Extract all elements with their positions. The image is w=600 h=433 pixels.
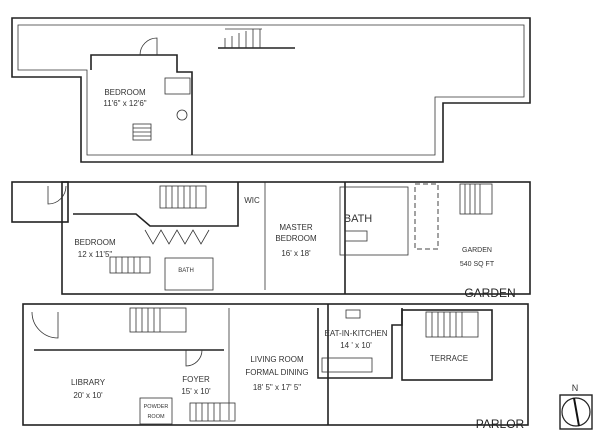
room-size: 12 x 11'5" bbox=[78, 250, 113, 259]
room-name: LIVING ROOM bbox=[250, 355, 304, 364]
room-name: BATH bbox=[344, 213, 373, 225]
door-icon bbox=[31, 311, 59, 339]
entry-annex-wall bbox=[11, 181, 69, 223]
room-size: 20' x 10' bbox=[73, 391, 103, 400]
bedroom-staircase-icon bbox=[109, 256, 151, 274]
room-name: BEDROOM bbox=[275, 234, 317, 243]
bath-room-wall bbox=[339, 186, 409, 256]
small-bath-wall bbox=[164, 257, 214, 291]
door-icon bbox=[47, 185, 67, 205]
garden-floor-plan: BEDROOM 12 x 11'5" WIC MASTER BEDROOM 16… bbox=[11, 181, 531, 300]
compass-label: N bbox=[572, 383, 579, 393]
room-size: 15' x 10' bbox=[181, 387, 211, 396]
room-name: GARDEN bbox=[462, 247, 492, 254]
corridor-wall bbox=[73, 182, 239, 227]
top-floor-plan: BEDROOM 11'6" x 12'6" bbox=[11, 17, 531, 163]
floor-label-garden: GARDEN bbox=[464, 286, 515, 300]
room-size: 11'6" x 12'6" bbox=[103, 99, 146, 108]
garden-staircase-icon bbox=[459, 183, 493, 215]
terrace-wall bbox=[401, 309, 493, 381]
room-name: FORMAL DINING bbox=[245, 368, 308, 377]
room-size: 540 SQ FT bbox=[460, 261, 495, 268]
garden-floor-outer-wall bbox=[61, 181, 531, 295]
door-icon bbox=[139, 37, 158, 56]
staircase-icon bbox=[218, 28, 295, 49]
room-name: BEDROOM bbox=[104, 88, 146, 97]
kitchen-sink-icon bbox=[345, 309, 361, 319]
north-compass-icon: N bbox=[559, 383, 593, 430]
foyer-staircase-icon bbox=[189, 402, 236, 422]
room-name: LIBRARY bbox=[71, 378, 106, 387]
room-name: WIC bbox=[244, 196, 260, 205]
room-name: ROOM bbox=[147, 414, 165, 420]
floor-label-parlor: PARLOR bbox=[476, 417, 525, 431]
room-name: EAT-IN-KITCHEN bbox=[325, 329, 388, 338]
garden-dashed-area bbox=[414, 183, 439, 250]
room-size: 18' 5" x 17' 5" bbox=[253, 383, 301, 392]
room-name: BATH bbox=[178, 268, 194, 274]
room-name: TERRACE bbox=[430, 354, 468, 363]
toilet-icon bbox=[176, 109, 188, 121]
powder-room-wall bbox=[139, 397, 173, 425]
room-size: 14 ' x 10' bbox=[340, 341, 372, 350]
room-name: POWDER bbox=[144, 404, 169, 410]
sink-icon bbox=[344, 230, 368, 242]
staircase-icon bbox=[159, 185, 207, 209]
room-name: FOYER bbox=[182, 375, 210, 384]
stove-icon bbox=[321, 357, 373, 373]
parlor-floor-plan: LIBRARY 20' x 10' FOYER 15' x 10' POWDER… bbox=[22, 303, 529, 431]
terrace-staircase-icon bbox=[425, 311, 479, 338]
top-floor-outer-wall bbox=[11, 17, 531, 163]
bedroom-wall bbox=[90, 54, 193, 155]
small-staircase-icon bbox=[132, 123, 152, 141]
room-name: MASTER bbox=[279, 223, 313, 232]
closet-doors-icon bbox=[144, 229, 210, 245]
staircase-icon bbox=[129, 307, 187, 333]
door-icon bbox=[185, 349, 203, 367]
bathtub-icon bbox=[164, 77, 191, 95]
room-name: BEDROOM bbox=[74, 238, 116, 247]
top-floor-inner-wall bbox=[17, 24, 525, 156]
parlor-floor-outer-wall bbox=[22, 303, 529, 426]
room-size: 16' x 18' bbox=[281, 249, 311, 258]
